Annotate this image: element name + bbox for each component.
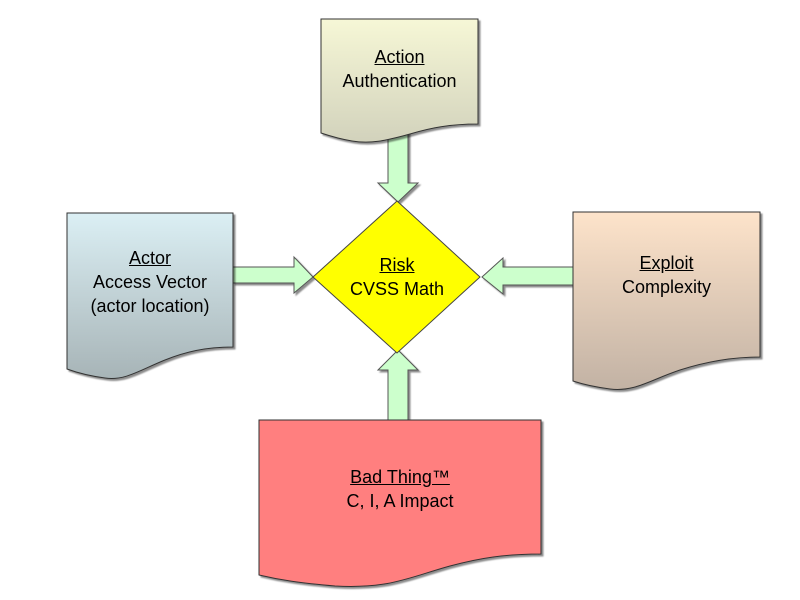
- node-action-shape[interactable]: [320, 18, 479, 143]
- arrow-badthing-to-risk: [376, 349, 420, 421]
- node-actor-shape[interactable]: [66, 212, 234, 380]
- arrow-action-to-risk: [376, 129, 420, 203]
- node-exploit-shape[interactable]: [572, 211, 761, 390]
- arrow-exploit-to-risk: [481, 256, 574, 296]
- node-risk-shape[interactable]: [312, 200, 481, 354]
- arrow-actor-to-risk: [232, 255, 314, 295]
- node-badthing-shape[interactable]: [258, 419, 542, 587]
- connector-arrows: [232, 129, 574, 421]
